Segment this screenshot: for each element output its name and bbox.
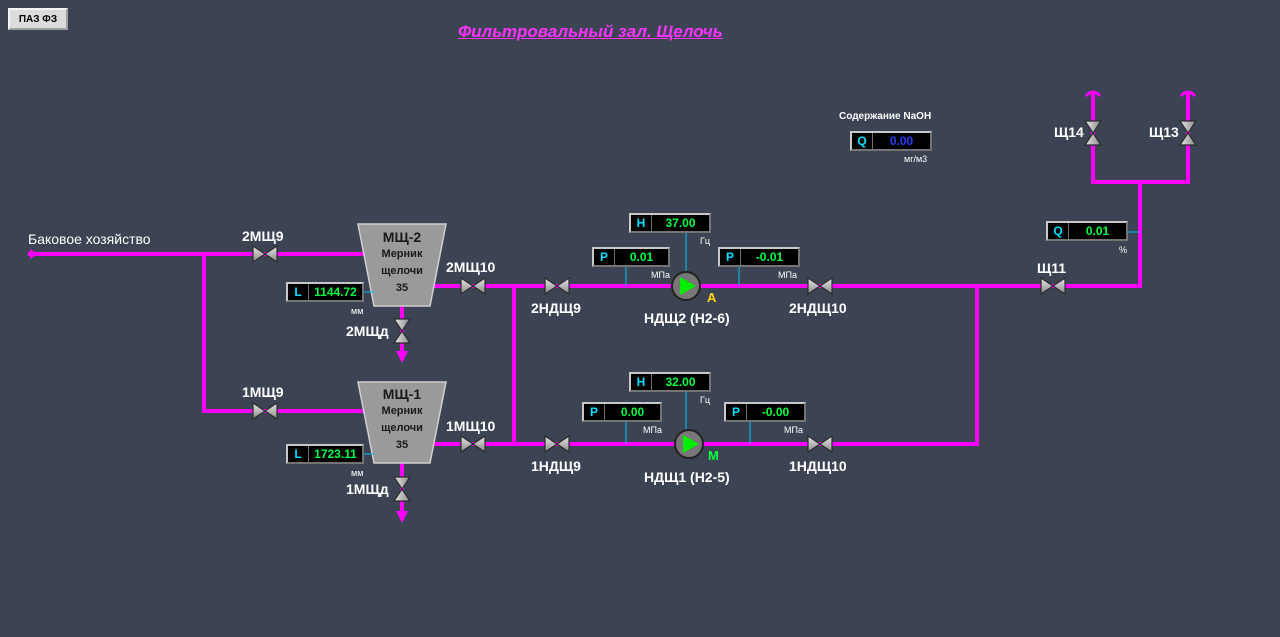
valve-1mshchd[interactable] [392, 476, 412, 502]
tank-line2: щелочи [381, 422, 423, 434]
unit-mpa-1out: МПа [784, 425, 803, 435]
level-display-mshch1[interactable]: L 1723.11 [286, 444, 364, 464]
freq-display-ndshch2[interactable]: H 37.00 [629, 213, 711, 233]
valve-shch13[interactable] [1178, 120, 1198, 146]
tank-line3: 35 [395, 282, 409, 294]
unit-mm-2: мм [351, 306, 364, 316]
valve-label-1mshchd: 1МЩд [346, 481, 389, 497]
display-key: H [631, 215, 652, 231]
unit-mm-1: мм [351, 468, 364, 478]
pump-label-ndshch1: НДЩ1 (Н2-5) [644, 469, 730, 485]
pump-label-ndshch2: НДЩ2 (Н2-6) [644, 310, 730, 326]
valve-label-2mshch9: 2МЩ9 [242, 228, 284, 244]
valve-label-1ndshch9: 1НДЩ9 [531, 458, 581, 474]
valve-label-shch11: Щ11 [1037, 260, 1067, 276]
valve-label-1ndshch10: 1НДЩ10 [789, 458, 847, 474]
display-value: 32.00 [665, 375, 696, 389]
display-key: L [288, 446, 309, 462]
display-value: 0.00 [620, 405, 645, 419]
display-key: P [584, 404, 605, 420]
display-key: H [631, 374, 652, 390]
unit-hz-2: Гц [700, 236, 711, 246]
valve-label-1mshch10: 1МЩ10 [446, 418, 496, 434]
display-value: -0.01 [755, 250, 784, 264]
display-key: P [726, 404, 747, 420]
valve-label-2mshchd: 2МЩд [346, 323, 389, 339]
valve-label-2ndshch10: 2НДЩ10 [789, 300, 847, 316]
display-value: 1144.72 [314, 285, 357, 299]
valve-2mshch10[interactable] [460, 276, 486, 296]
display-value: 0.01 [629, 250, 654, 264]
tank-line3: 35 [395, 439, 409, 451]
valve-shch11[interactable] [1040, 276, 1066, 296]
display-key: P [594, 249, 615, 265]
display-value: 0.00 [889, 134, 914, 148]
naoh-display[interactable]: Q 0.00 [850, 131, 932, 151]
pressure-out-display-ndshch2[interactable]: P -0.01 [718, 247, 800, 267]
tank-name: МЩ-1 [382, 386, 422, 402]
pressure-out-display-ndshch1[interactable]: P -0.00 [724, 402, 806, 422]
valve-label-shch14: Щ14 [1054, 124, 1084, 140]
valve-label-2ndshch9: 2НДЩ9 [531, 300, 581, 316]
flow-display[interactable]: Q 0.01 [1046, 221, 1128, 241]
unit-mpa-2out: МПа [778, 270, 797, 280]
display-key: P [720, 249, 741, 265]
valve-label-shch13: Щ13 [1149, 124, 1179, 140]
tank-mshch1[interactable]: МЩ-1 Мерник щелочи 35 [372, 386, 432, 454]
tank-mshch2[interactable]: МЩ-2 Мерник щелочи 35 [372, 229, 432, 297]
display-key: Q [852, 133, 873, 149]
pressure-in-display-ndshch1[interactable]: P 0.00 [582, 402, 662, 422]
unit-percent: % [1119, 245, 1128, 255]
tank-mshch2-shape [357, 223, 447, 307]
page-title: Фильтровальный зал. Щелочь [458, 22, 723, 41]
tank-line2: щелочи [381, 265, 423, 277]
valve-2mshch9[interactable] [252, 244, 278, 264]
pump-ndshch1-shape [674, 429, 704, 459]
valve-label-2mshch10: 2МЩ10 [446, 259, 496, 275]
valve-1mshch9[interactable] [252, 401, 278, 421]
unit-mg-m3: мг/м3 [904, 154, 928, 164]
valve-1ndshch10[interactable] [807, 434, 833, 454]
display-key: Q [1048, 223, 1069, 239]
tank-line1: Мерник [381, 405, 423, 417]
valve-2mshchd[interactable] [392, 318, 412, 344]
pump-ndshch2-shape [671, 271, 701, 301]
tank-mshch1-shape [357, 381, 447, 464]
display-value: -0.00 [761, 405, 790, 419]
display-value: 37.00 [665, 216, 696, 230]
tank-name: МЩ-2 [382, 229, 422, 245]
display-value: 1723.11 [314, 447, 357, 461]
valve-shch14[interactable] [1083, 120, 1103, 146]
pump-mode-ndshch1: М [708, 448, 719, 463]
valve-label-1mshch9: 1МЩ9 [242, 384, 284, 400]
valve-2ndshch10[interactable] [807, 276, 833, 296]
pump-mode-ndshch2: A [707, 290, 717, 305]
naoh-title: Содержание NaOH [839, 111, 932, 122]
valve-1mshch10[interactable] [460, 434, 486, 454]
freq-display-ndshch1[interactable]: H 32.00 [629, 372, 711, 392]
level-display-mshch2[interactable]: L 1144.72 [286, 282, 364, 302]
unit-mpa-1in: МПа [643, 425, 662, 435]
unit-mpa-2in: МПа [651, 270, 670, 280]
tank-line1: Мерник [381, 248, 423, 260]
paz-fz-button[interactable]: ПАЗ ФЗ [8, 8, 68, 30]
display-value: 0.01 [1085, 224, 1110, 238]
display-key: L [288, 284, 309, 300]
source-label: Баковое хозяйство [28, 231, 151, 247]
valve-2ndshch9[interactable] [544, 276, 570, 296]
unit-hz-1: Гц [700, 395, 711, 405]
valve-1ndshch9[interactable] [544, 434, 570, 454]
pressure-in-display-ndshch2[interactable]: P 0.01 [592, 247, 670, 267]
